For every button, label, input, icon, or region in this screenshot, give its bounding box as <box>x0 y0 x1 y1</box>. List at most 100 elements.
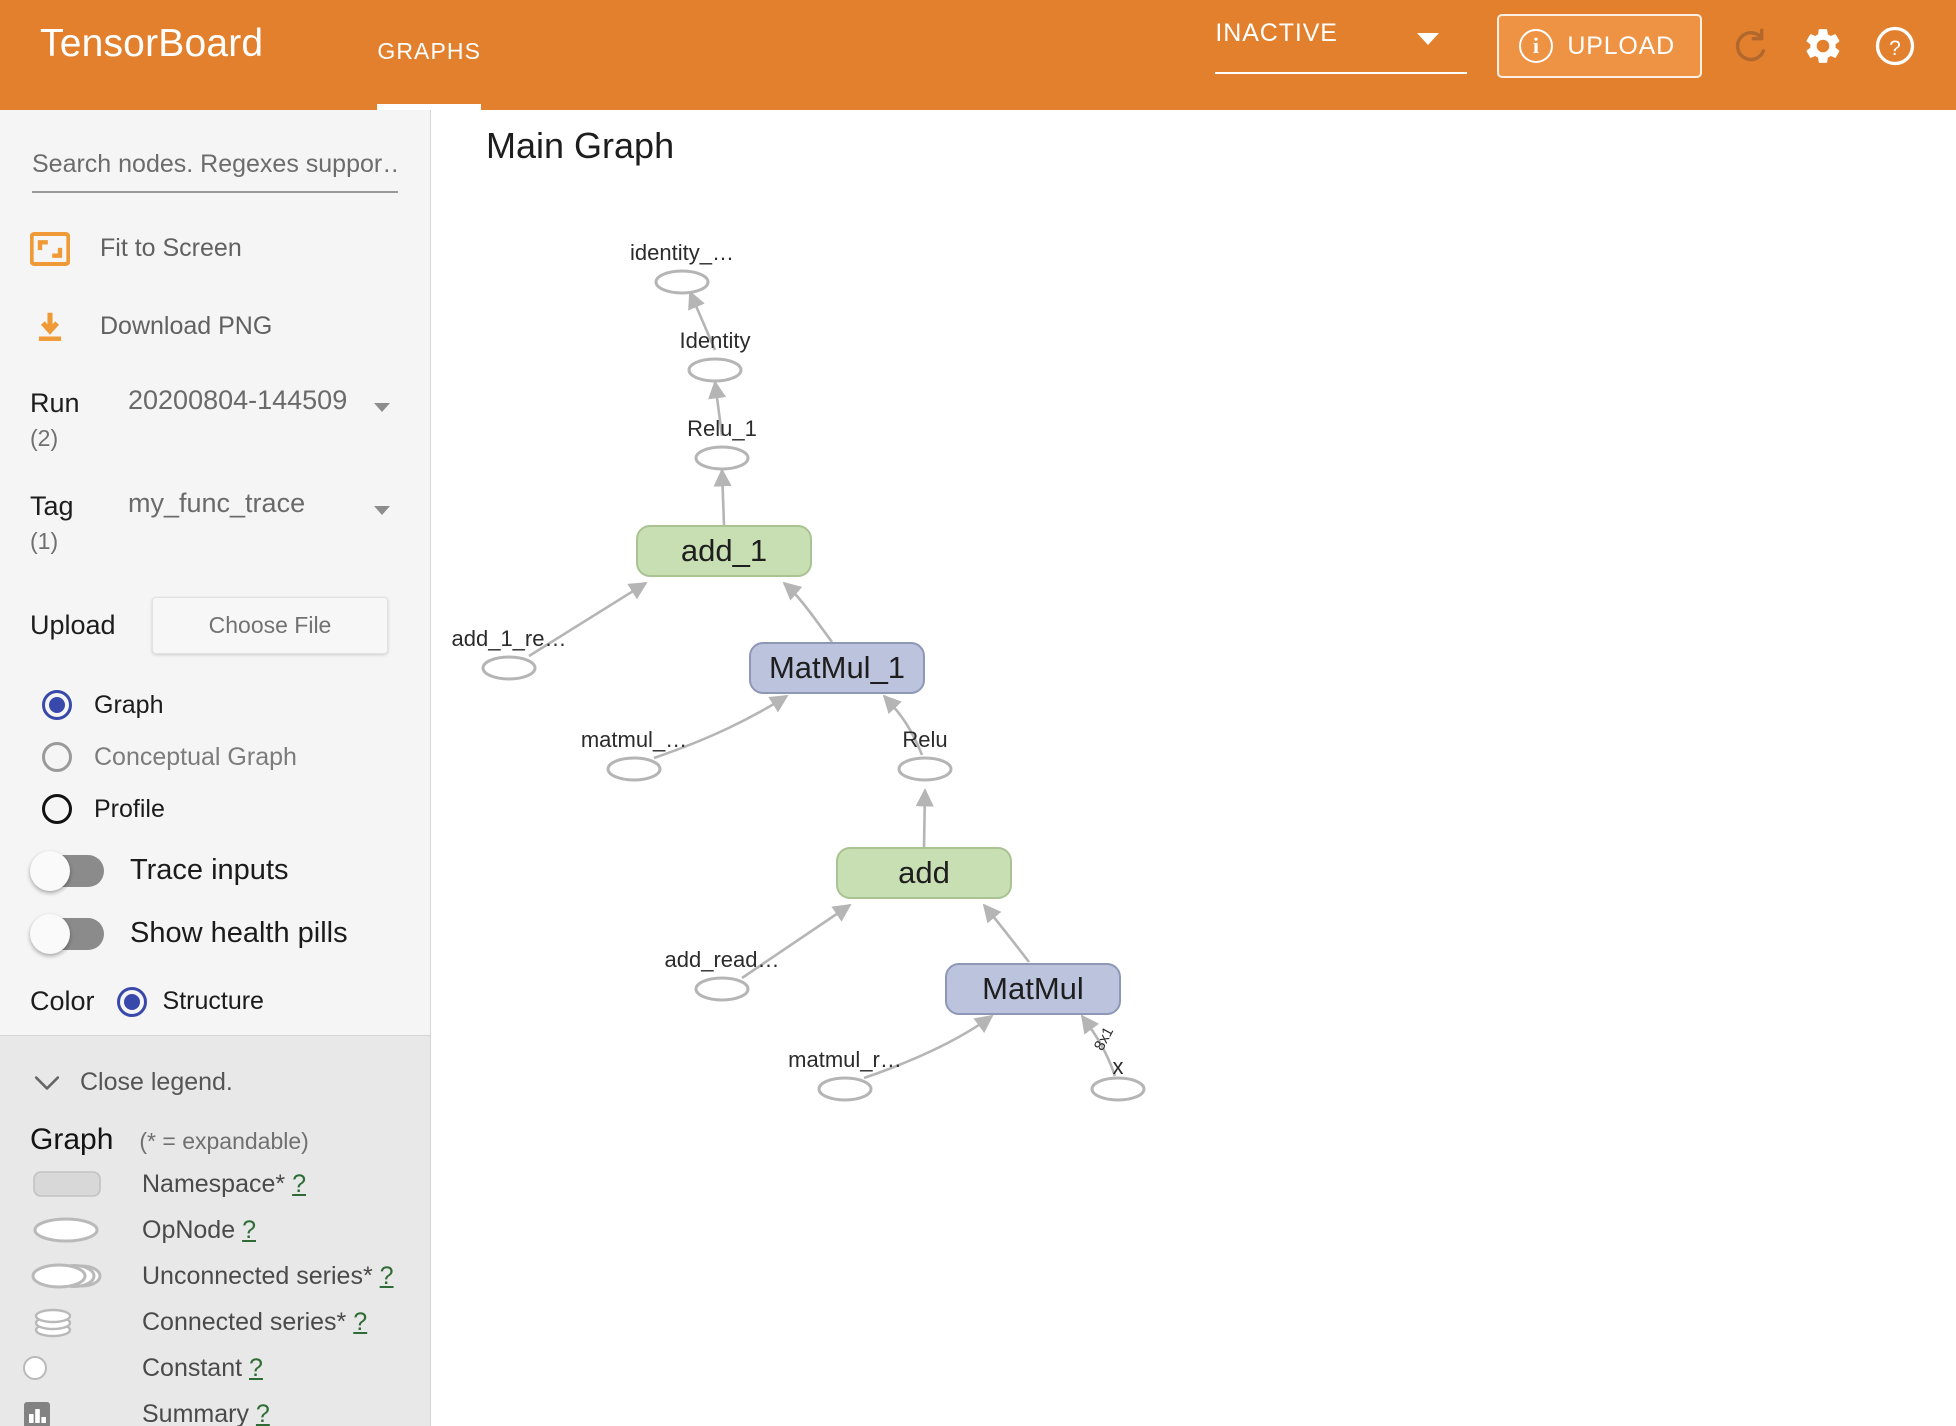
node-matmul-read <box>817 1076 873 1102</box>
tag-field: Tag (1) my_func_trace <box>30 488 398 555</box>
tab-graphs[interactable]: GRAPHS <box>355 0 503 110</box>
search-input[interactable] <box>32 150 398 191</box>
chevron-down-icon <box>374 505 390 515</box>
node-label-add-read: add_read… <box>664 947 780 972</box>
help-link[interactable]: ? <box>292 1169 306 1198</box>
run-field: Run (2) 20200804-144509 <box>30 385 398 452</box>
radio-conceptual-graph[interactable]: Conceptual Graph <box>42 742 430 773</box>
fit-to-screen-button[interactable]: Fit to Screen <box>28 227 430 271</box>
toggle-trace-inputs[interactable]: Trace inputs <box>30 850 430 891</box>
edge-add1-to-relu1 <box>713 468 732 526</box>
legend-panel: Close legend. Graph (* = expandable) Nam… <box>0 1035 430 1426</box>
node-label-x: x <box>1112 1054 1124 1079</box>
upload-button[interactable]: i UPLOAD <box>1497 14 1702 78</box>
graph-edges <box>528 290 1117 1080</box>
legend-item-connected-series: Connected series* ? <box>30 1303 430 1341</box>
search-field[interactable] <box>32 150 398 193</box>
tag-count: (1) <box>30 528 59 555</box>
edge-addread-to-add <box>741 903 852 980</box>
run-status-dropdown[interactable]: INACTIVE <box>1215 18 1468 74</box>
legend-header: Graph (* = expandable) <box>30 1123 430 1157</box>
radio-structure-label: Structure <box>162 987 264 1016</box>
toggle-trace-inputs-switch[interactable] <box>30 850 104 891</box>
radio-profile-label: Profile <box>94 794 165 823</box>
toggle-health-pills[interactable]: Show health pills <box>30 913 430 954</box>
legend-note: (* = expandable) <box>139 1128 309 1154</box>
refresh-icon[interactable] <box>1728 23 1774 69</box>
help-link[interactable]: ? <box>249 1353 263 1382</box>
toggle-health-pills-label: Show health pills <box>130 917 348 950</box>
chevron-down-icon <box>374 402 390 412</box>
edge-matmul-to-add <box>982 903 1031 963</box>
fit-to-screen-icon <box>28 227 72 271</box>
constant-swatch-icon <box>23 1351 106 1385</box>
node-matmul-1[interactable]: MatMul_1 <box>749 642 925 694</box>
node-add-read <box>694 976 750 1002</box>
toggle-health-pills-switch[interactable] <box>30 913 104 954</box>
legend-item-unconnected-series: Unconnected series* ? <box>30 1257 430 1295</box>
legend-label-summary: Summary <box>142 1399 249 1426</box>
legend-label-constant: Constant <box>142 1353 243 1382</box>
color-field: Color Structure <box>30 986 430 1017</box>
page-title: Main Graph <box>486 125 675 166</box>
tag-label-box: Tag (1) <box>30 488 126 555</box>
edge-matmulread1-to-matmul1 <box>653 694 789 760</box>
fit-to-screen-label: Fit to Screen <box>100 234 242 262</box>
header-right-controls: INACTIVE i UPLOAD <box>1215 14 1918 78</box>
close-legend-button[interactable]: Close legend. <box>34 1068 430 1097</box>
help-link[interactable]: ? <box>353 1307 368 1336</box>
gear-icon[interactable] <box>1800 23 1846 69</box>
help-icon[interactable]: ? <box>1872 23 1918 69</box>
run-status-value: INACTIVE <box>1215 18 1338 47</box>
chevron-down-icon <box>34 1070 60 1096</box>
search-underline <box>32 191 398 193</box>
node-label-identity: Identity <box>679 328 751 353</box>
download-png-button[interactable]: Download PNG <box>28 305 430 349</box>
run-label-box: Run (2) <box>30 385 126 452</box>
graph-op-nodes <box>481 269 1146 1102</box>
tag-value: my_func_trace <box>128 487 306 518</box>
legend-label-unconnected-series: Unconnected series* <box>142 1261 373 1290</box>
run-dropdown[interactable]: 20200804-144509 <box>126 385 398 426</box>
app-header: TensorBoard GRAPHS INACTIVE i UPLOAD <box>0 0 1956 110</box>
node-add[interactable]: add <box>836 847 1012 899</box>
help-link[interactable]: ? <box>242 1215 256 1244</box>
graph-svg: 8x1 <box>481 269 1146 1102</box>
edge-add1read-to-add1 <box>528 581 648 658</box>
radio-profile[interactable]: Profile <box>42 794 430 825</box>
radio-structure-indicator[interactable] <box>116 986 147 1017</box>
tag-label: Tag <box>30 490 74 521</box>
connected-series-swatch-icon <box>30 1305 106 1339</box>
node-add-1[interactable]: add_1 <box>636 525 812 577</box>
legend-item-summary: Summary ? <box>24 1395 430 1426</box>
node-identity <box>687 357 743 383</box>
app-brand: TensorBoard <box>40 22 264 65</box>
radio-conceptual-graph-indicator <box>42 742 72 773</box>
unconnected-series-swatch-icon <box>30 1259 106 1293</box>
graph-canvas[interactable]: Main Graph <box>432 110 1956 1426</box>
radio-graph[interactable]: Graph <box>42 690 430 721</box>
opnode-swatch-icon <box>30 1213 106 1247</box>
legend-label-opnode: OpNode <box>142 1215 236 1244</box>
edge-label-shape: 8x1 <box>1091 1024 1117 1053</box>
run-count: (2) <box>30 424 59 451</box>
edge-matmul1-to-add1 <box>782 581 834 643</box>
help-link[interactable]: ? <box>255 1399 270 1426</box>
download-icon <box>28 305 72 349</box>
legend-item-namespace: Namespace* ? <box>30 1165 430 1203</box>
choose-file-button[interactable]: Choose File <box>152 597 388 655</box>
tag-dropdown[interactable]: my_func_trace <box>126 488 398 529</box>
run-label: Run <box>30 387 80 418</box>
node-relu <box>897 756 953 782</box>
node-label-matmul-read: matmul_r… <box>788 1047 902 1072</box>
namespace-swatch-icon <box>30 1167 106 1201</box>
legend-label-namespace: Namespace* <box>142 1169 286 1198</box>
upload-field: Upload Choose File <box>30 597 388 655</box>
help-link[interactable]: ? <box>379 1261 394 1290</box>
edge-x-to-matmul <box>1080 1014 1117 1077</box>
edge-relu1-to-identity <box>708 380 727 437</box>
node-identity-out <box>654 269 710 295</box>
node-label-matmul-read-1: matmul_… <box>580 727 688 752</box>
dropdown-underline <box>1215 71 1468 74</box>
node-matmul[interactable]: MatMul <box>945 963 1121 1015</box>
